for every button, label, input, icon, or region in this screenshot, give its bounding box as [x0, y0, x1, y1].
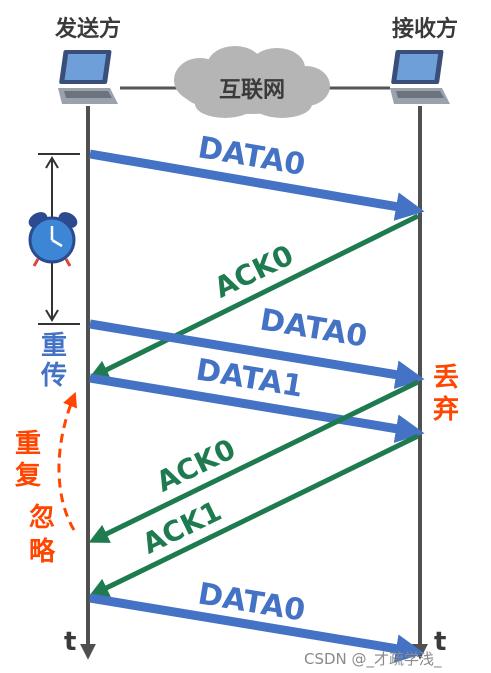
- receiver-laptop-icon: [390, 50, 450, 104]
- message-arrow-ack1: [88, 433, 420, 597]
- sender-title: 发送方: [54, 16, 121, 42]
- message-arrow-data1: [89, 373, 425, 443]
- discard-label-char-1: 丢: [433, 363, 459, 393]
- message-arrow-data0-first: [89, 149, 425, 221]
- duplicate-ignore-char-4: 略: [29, 536, 56, 567]
- discard-label-char-2: 弃: [433, 394, 459, 425]
- message-arrow-ack0-first: [88, 213, 420, 379]
- network-label: 互联网: [219, 78, 285, 103]
- receiver-title: 接收方: [392, 16, 458, 42]
- sender-laptop-icon: [58, 50, 118, 104]
- duplicate-ignore-dashed-arrow: [57, 391, 77, 531]
- watermark-text: CSDN @_才疏学浅_: [304, 650, 442, 669]
- duplicate-ignore-char-3: 忽: [29, 502, 55, 533]
- retransmit-label-char-2: 传: [40, 361, 67, 391]
- duplicate-ignore-char-2: 复: [15, 461, 42, 491]
- message-arrow-data0-third: [89, 593, 425, 663]
- receiver-time-label: t: [434, 627, 446, 657]
- message-label-data0-retransmit: DATA0: [257, 303, 369, 355]
- duplicate-ignore-char-1: 重: [15, 429, 41, 459]
- message-arrow-data0-retransmit: [89, 319, 425, 389]
- alarm-clock-icon: [28, 212, 78, 267]
- retransmit-label-char-1: 重: [41, 331, 67, 361]
- cloud-icon: [174, 46, 330, 118]
- sender-time-label: t: [64, 627, 76, 657]
- message-arrow-ack0-second: [88, 379, 420, 543]
